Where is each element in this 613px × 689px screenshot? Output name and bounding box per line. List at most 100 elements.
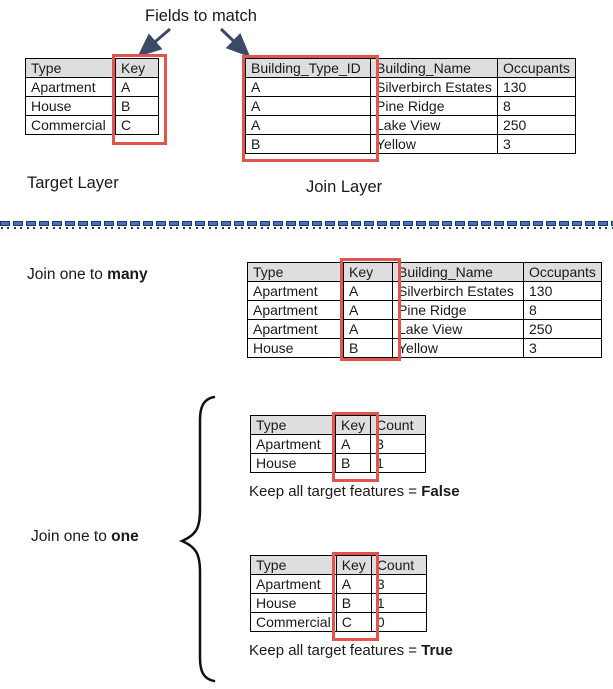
- join-one-to-one-label-text: Join one to: [31, 528, 112, 545]
- join-one-to-many-label-bold: many: [107, 266, 148, 283]
- table-cell: A: [115, 77, 159, 97]
- table-cell: A: [343, 281, 393, 301]
- keep-false-caption: Keep all target features = False: [249, 483, 460, 500]
- table-cell: B: [335, 593, 372, 613]
- fields-to-match-label: Fields to match: [145, 7, 257, 25]
- arrow-to-join-key-icon: [219, 27, 251, 58]
- table-cell: A: [334, 434, 372, 454]
- table-cell: 3: [496, 134, 576, 154]
- column-header: Occupants: [496, 58, 576, 78]
- keep-true-caption-bold: True: [421, 642, 453, 659]
- table-cell: A: [343, 319, 393, 339]
- column-header: Type: [250, 415, 336, 435]
- column-header: Key: [343, 262, 393, 282]
- keep-true-caption-text: Keep all target features =: [249, 642, 422, 659]
- section-divider: [0, 221, 613, 230]
- table-cell: B: [245, 134, 371, 154]
- column-header: Count: [370, 555, 427, 575]
- join-one-to-one-label-bold: one: [111, 528, 139, 545]
- table-cell: Yellow: [392, 338, 524, 358]
- join-one-to-many-label: Join one to many: [27, 266, 148, 284]
- table-cell: Apartment: [250, 574, 337, 594]
- table-cell: 3: [370, 434, 427, 454]
- table-cell: 8: [496, 96, 576, 116]
- keep-false-caption-text: Keep all target features =: [249, 483, 422, 500]
- table-cell: Commercial: [250, 612, 337, 632]
- table-cell: C: [335, 612, 372, 632]
- column-header: Building_Name: [392, 262, 524, 282]
- table-cell: A: [245, 115, 371, 135]
- table-cell: Commercial: [25, 115, 116, 135]
- one-to-one-brace: [178, 395, 216, 683]
- table-cell: 250: [523, 319, 602, 339]
- table-cell: A: [245, 77, 371, 97]
- column-header: Occupants: [523, 262, 602, 282]
- table-cell: Lake View: [370, 115, 498, 135]
- keep-true-caption: Keep all target features = True: [249, 642, 453, 659]
- table-cell: 130: [523, 281, 602, 301]
- join-one-to-one-label: Join one to one: [31, 528, 139, 546]
- column-header: Type: [247, 262, 344, 282]
- keep-false-caption-bold: False: [421, 483, 460, 500]
- table-cell: 250: [496, 115, 576, 135]
- table-cell: B: [115, 96, 159, 116]
- table-cell: House: [247, 338, 344, 358]
- table-cell: 1: [370, 593, 427, 613]
- table-cell: Apartment: [25, 77, 116, 97]
- column-header: Building_Name: [370, 58, 498, 78]
- table-cell: Apartment: [247, 319, 344, 339]
- column-header: Key: [115, 58, 159, 78]
- table-cell: 8: [523, 300, 602, 320]
- table-cell: Silverbirch Estates: [392, 281, 524, 301]
- table-cell: A: [343, 300, 393, 320]
- table-cell: Apartment: [247, 281, 344, 301]
- join-layer-label: Join Layer: [306, 178, 383, 196]
- table-cell: House: [250, 593, 337, 613]
- table-cell: House: [25, 96, 116, 116]
- table-cell: House: [250, 453, 336, 473]
- table-cell: 0: [370, 612, 427, 632]
- column-header: Key: [334, 415, 372, 435]
- table-cell: Pine Ridge: [392, 300, 524, 320]
- table-cell: 3: [370, 574, 427, 594]
- table-cell: Lake View: [392, 319, 524, 339]
- target-layer-label: Target Layer: [27, 174, 119, 192]
- column-header: Building_Type_ID: [245, 58, 371, 78]
- table-cell: Apartment: [250, 434, 336, 454]
- table-cell: 130: [496, 77, 576, 97]
- column-header: Count: [370, 415, 427, 435]
- join-one-to-many-label-text: Join one to: [27, 266, 108, 283]
- column-header: Type: [25, 58, 116, 78]
- table-cell: Silverbirch Estates: [370, 77, 498, 97]
- arrow-to-target-key-icon: [137, 27, 171, 57]
- column-header: Key: [335, 555, 372, 575]
- table-cell: C: [115, 115, 159, 135]
- table-cell: B: [343, 338, 393, 358]
- table-cell: A: [245, 96, 371, 116]
